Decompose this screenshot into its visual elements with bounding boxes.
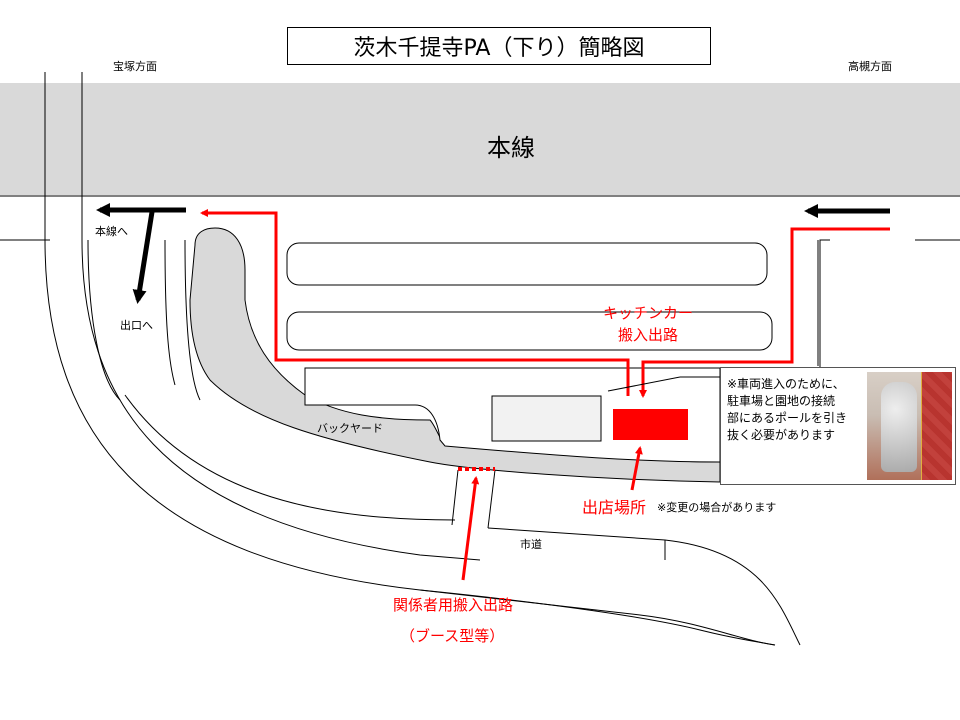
to-main-line-label: 本線へ [95,225,128,238]
backyard-label: バックヤード [317,422,383,435]
city-road-upper [487,527,801,646]
staff-gate-right [487,469,496,529]
note-leader-2 [607,376,681,392]
city-road-label: 市道 [520,538,542,551]
store-arrow [630,446,643,491]
right-road [819,239,830,370]
staff-route-label-1: 関係者用搬入出路 [393,596,514,614]
change-note-label: ※変更の場合があります [657,501,777,514]
left-ramp-outer [44,72,776,646]
map-title: 茨木千提寺PA（下り）簡略図 [287,27,711,65]
staff-arrow [461,476,480,581]
pole-note-box: ※車両進入のために、 駐車場と園地の接続 部にあるポールを引き 抜く必要がありま… [720,367,956,485]
store-spot [613,409,688,440]
island-lower [286,311,773,351]
exit-lane-2 [164,239,176,386]
building [491,395,602,442]
kitchen-route-in [639,227,890,398]
exit-lane-3 [184,239,201,401]
photo-pole [881,382,917,472]
store-location-label: 出店場所 [582,498,647,517]
exit-lane-1 [87,239,121,401]
kitchen-route-label-1: キッチンカー [602,304,693,322]
left-curve-to-city [124,394,456,521]
to-exit-label: 出口へ [120,319,153,332]
direction-right-label: 高槻方面 [848,60,892,73]
kitchen-route-label-2: 搬入出路 [617,326,678,344]
pole-note-text: ※車両進入のために、 駐車場と園地の接続 部にあるポールを引き 抜く必要がありま… [727,377,848,442]
pole-photo [867,372,952,480]
main-line-band [0,83,960,195]
city-road-lower [419,589,776,646]
to-exit-arrow [132,211,155,304]
main-line-label: 本線 [487,134,535,162]
photo-tiles [922,372,952,480]
kitchen-route-out [200,209,630,396]
staff-route-label-2: （ブース型等） [400,627,505,645]
staff-gate-left [451,469,459,526]
island-upper [286,242,768,286]
left-ramp-inner [81,72,481,561]
direction-left-label: 宝塚方面 [113,60,157,73]
